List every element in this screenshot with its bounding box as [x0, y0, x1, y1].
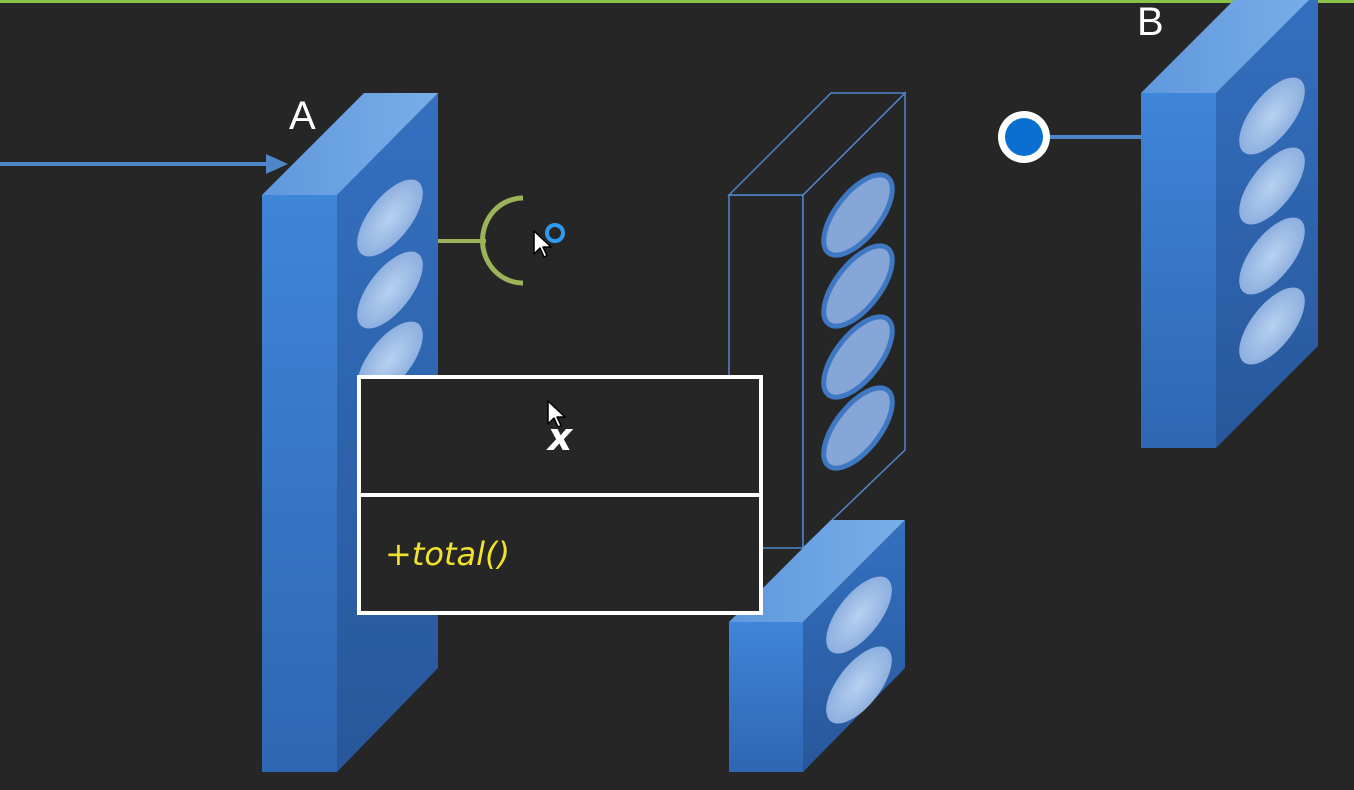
component-b-label: B [1137, 0, 1164, 44]
mouse-pointer-icon [547, 400, 566, 428]
connector-handle-icon[interactable] [545, 223, 565, 243]
uml-class-name-section: x [361, 379, 759, 497]
uml-class-operations-section: +total() [361, 497, 759, 611]
uml-operation-total[interactable]: +total() [385, 535, 510, 573]
component-a-label: A [289, 94, 316, 138]
incoming-arrow [0, 154, 288, 174]
component-b-block[interactable] [1141, 0, 1318, 448]
provided-interface-icon[interactable] [998, 111, 1141, 163]
mouse-pointer-icon [533, 230, 552, 258]
component-ghost-outline [727, 91, 907, 550]
required-interface-icon [438, 195, 524, 286]
component-lower-block[interactable] [729, 520, 905, 772]
top-accent-strip [0, 0, 1354, 3]
